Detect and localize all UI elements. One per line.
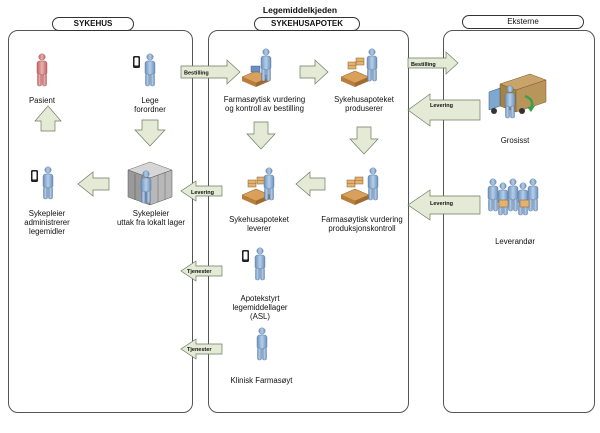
arrow-produserer-down — [349, 126, 379, 155]
label-leverandor: Leverandør — [495, 237, 535, 246]
label-pasient: Pasient — [28, 96, 55, 105]
farmasoytisk-produksjon-figure — [340, 167, 379, 206]
svg-text:Tjenester: Tjenester — [187, 269, 212, 275]
arrow-levering-leverandor: Levering — [407, 189, 481, 221]
arrow-lege-down — [134, 119, 166, 147]
farmasoytisk-vurdering-figure — [241, 48, 272, 88]
label-sykepleier-adm: Sykepleier administrerer legemidler — [24, 209, 70, 236]
label-lege: Lege forordner — [134, 96, 166, 114]
arrow-tjenester-1: Tjenester — [180, 260, 223, 282]
grosisst-truck-icon — [488, 73, 547, 119]
arrow-up-to-pasient — [34, 105, 62, 132]
label-grosisst: Grosisst — [500, 136, 530, 145]
diagram-title: Legemiddelkjeden — [262, 5, 338, 15]
klinisk-farmasoyt-figure — [256, 327, 268, 361]
asl-figure — [242, 247, 266, 281]
arrow-bestilling-2: Bestilling — [407, 51, 459, 75]
label-asl: Apotekstyrt legemiddellager (ASL) — [232, 294, 288, 321]
panel-sykehus — [8, 30, 193, 413]
sykehusapoteket-leverer-figure — [241, 167, 275, 206]
svg-text:Levering: Levering — [430, 103, 453, 109]
label-farmasoytisk-vurdering: Farmasøytisk vurdering og kontroll av be… — [223, 95, 306, 113]
arrow-levering-sykehus: Levering — [180, 180, 223, 202]
lege-figure — [133, 53, 156, 87]
sykehusapoteket-produserer-figure — [340, 48, 378, 88]
panel-sykehusapotek — [208, 30, 409, 413]
label-klinisk-farmasoyt: Klinisk Farmasøyt — [230, 376, 293, 385]
arrow-left-to-sykepleier — [77, 171, 110, 197]
medicine-cabinet-icon — [127, 161, 173, 206]
column-header-sykehusapotek: SYKEHUSAPOTEK — [254, 17, 360, 31]
arrow-tjenester-2: Tjenester — [180, 338, 223, 360]
label-sykehusapoteket-produserer: Sykehusapoteket produserer — [334, 95, 394, 113]
svg-text:Bestilling: Bestilling — [184, 71, 209, 77]
label-farmasoytisk-produksjon: Farmasøytisk vurdering produksjonskontro… — [321, 215, 403, 233]
arrow-vurdering-to-produserer — [299, 59, 329, 85]
label-sykehusapoteket-leverer: Sykehusapoteket leverer — [229, 215, 289, 233]
label-sykepleier-uttak: Sykepleier uttak fra lokalt lager — [116, 209, 186, 227]
svg-text:Levering: Levering — [430, 201, 453, 207]
arrow-vurdering-down — [246, 121, 276, 150]
svg-text:Levering: Levering — [191, 190, 214, 196]
sykepleier-adm-figure — [31, 166, 54, 200]
column-header-sykehus: SYKEHUS — [52, 17, 134, 31]
leverandor-group-icon — [487, 178, 539, 216]
arrow-bestilling-1: Bestilling — [180, 59, 241, 85]
pasient-figure — [36, 53, 48, 87]
svg-text:Bestilling: Bestilling — [411, 62, 436, 68]
svg-text:Tjenester: Tjenester — [187, 347, 212, 353]
arrow-levering-grosisst: Levering — [407, 93, 481, 127]
column-header-eksterne: Eksterne — [462, 15, 584, 29]
arrow-produksjon-to-leverer — [295, 171, 326, 197]
